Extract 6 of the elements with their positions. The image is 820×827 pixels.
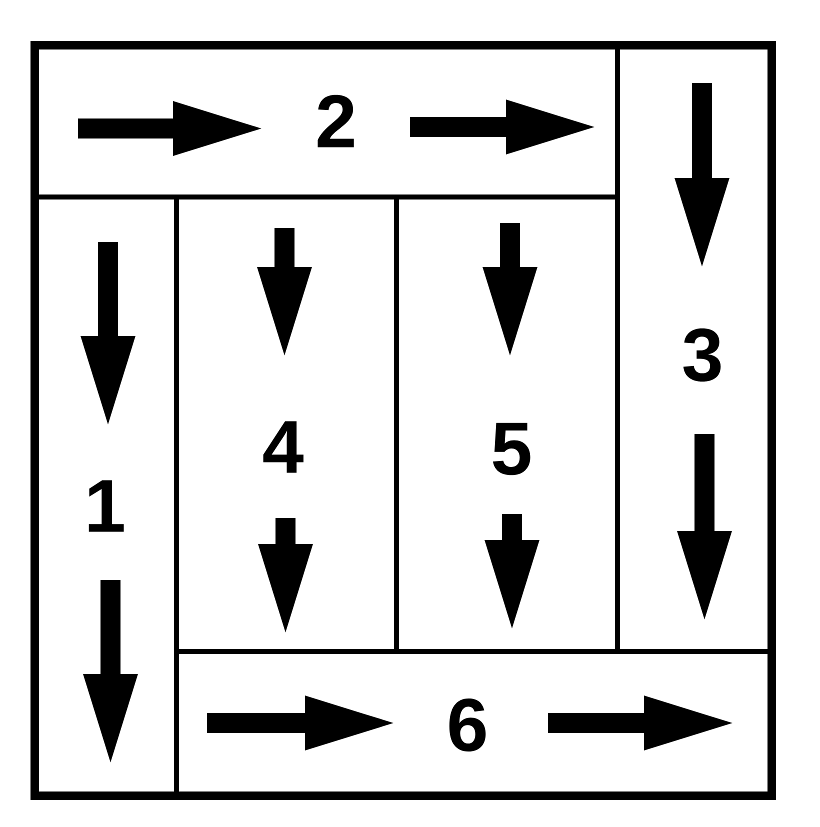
section-box: 5 — [396, 197, 618, 652]
section-box: 2 — [36, 47, 618, 197]
section-box: 6 — [176, 652, 770, 794]
section-box: 4 — [176, 197, 396, 652]
section-box: 1 — [36, 197, 176, 794]
section-box: 3 — [618, 47, 770, 652]
